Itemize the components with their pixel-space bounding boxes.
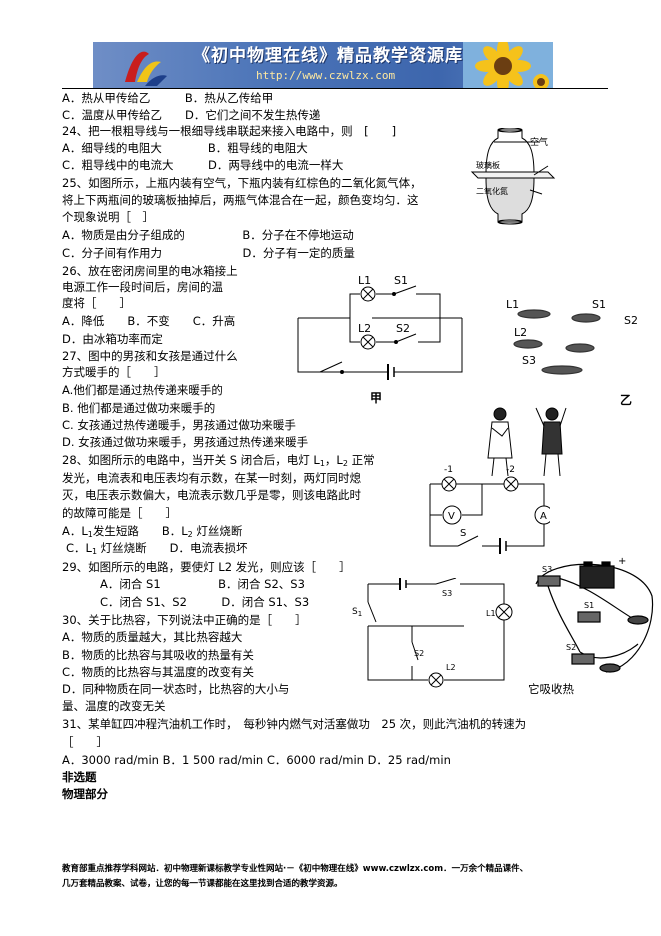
q27-option-d: D. 女孩通过做功来暖手，男孩通过热传递来暖手 (62, 435, 309, 449)
label-va-L2: -2 (506, 465, 515, 475)
figure-circuit-va: -1 -2 V A S (429, 465, 550, 554)
q25-stem-1: 25、如图所示，上瓶内装有空气，下瓶内装有红棕色的二氧化氮气体， (62, 176, 422, 190)
label-va-S: S (460, 528, 466, 539)
q29-stem: 29、如图所示的电路，要使灯 L2 发光，则应该［ ］ (62, 560, 351, 574)
q26-stem-3: 度将［ ］ (62, 296, 131, 310)
q25-option-ab: A．物质是由分子组成的 B．分子在不停地运动 (62, 228, 354, 242)
q30-option-b: B．物质的比热容与其吸收的热量有关 (62, 648, 254, 662)
q23-option-cd: C．温度从甲传给乙 D．它们之间不发生热传递 (62, 108, 321, 122)
q27-stem-2: 方式暖手的［ ］ (62, 365, 166, 379)
q24-stem: 24、把一根粗导线与一根细导线串联起来接入电路中，则 [ ] (62, 124, 397, 138)
site-title: 《初中物理在线》精品教学资源库 (193, 46, 463, 66)
label-yi-S3: S3 (522, 354, 536, 367)
q30-stem: 30、关于比热容，下列说法中正确的是［ ］ (62, 613, 307, 627)
q28-option-ab: A．L1发生短路 B．L2 灯丝烧断 (62, 524, 243, 539)
figure-circuit-jia: L1 S1 L2 S2 甲 (297, 274, 463, 405)
q27-option-a: A.他们都是通过热传递来暖手的 (62, 383, 223, 397)
label-yi-L2: L2 (514, 326, 527, 339)
figure-circuit-s123: S1 S3 L1 S2 L2 (352, 578, 513, 688)
q26-stem-1: 26、放在密闭房间里的电冰箱接上 (62, 264, 238, 278)
footer-line-1: 教育部重点推荐学科网站．初中物理新课标教学专业性网站·－《初中物理在线》www.… (62, 864, 529, 874)
label-no2: 二氧化氮 (476, 186, 508, 196)
q30-option-d-2: 量、温度的改变无关 (62, 699, 166, 713)
label-va-L1: -1 (444, 465, 453, 475)
label-wiring-plus: + (618, 556, 626, 567)
q25-stem-2: 将上下两瓶间的玻璃板抽掉后，两瓶气体混合在一起，颜色变均匀．这 (62, 193, 419, 207)
label-s123-L2: L2 (446, 663, 456, 672)
subsection-heading: 物理部分 (62, 787, 108, 801)
q25-stem-3: 个现象说明［ ］ (62, 210, 154, 224)
q30-option-d: D．同种物质在同一状态时，比热容的大小与 (62, 682, 290, 696)
site-logo (125, 51, 167, 86)
q28-option-cd: C．L1 灯丝烧断 D．电流表损坏 (66, 541, 248, 556)
q25-option-cd: C．分子间有作用力 D．分子有一定的质量 (62, 246, 355, 260)
figure-gas-bottles: 空气 玻璃板 二氧化氮 (470, 128, 556, 225)
q29-option-ab: A．闭合 S1 B．闭合 S2、S3 (100, 577, 305, 591)
q30-option-c: C．物质的比热容与其温度的改变有关 (62, 665, 255, 679)
q30-option-a: A．物质的质量越大，其比热容越大 (62, 630, 243, 644)
voltmeter-label: V (448, 511, 455, 522)
site-url[interactable]: http://www.czwlzx.com (256, 69, 396, 82)
q31-options: A．3000 rad/min B．1 500 rad/min C．6000 ra… (62, 753, 451, 767)
q28-stem-1: 28、如图所示的电路中，当开关 S 闭合后，电灯 L1，L2 正常 (62, 453, 375, 468)
header-rule (62, 88, 608, 89)
q31-stem: 31、某单缸四冲程汽油机工作时， 每秒钟内燃气对活塞做功 25 次，则此汽油机的… (62, 717, 527, 731)
label-jia-S1: S1 (394, 274, 408, 287)
label-yi: 乙 (620, 393, 632, 407)
label-yi-L1: L1 (506, 298, 519, 311)
q27-stem-1: 27、图中的男孩和女孩是通过什么 (62, 349, 238, 363)
q24-option-cd: C．粗导线中的电流大 D．两导线中的电流一样大 (62, 158, 344, 172)
q29-option-cd: C．闭合 S1、S2 D．闭合 S1、S3 (100, 595, 310, 609)
q26-stem-2: 电源工作一段时间后，房间的温 (62, 280, 223, 294)
label-jia-L2: L2 (358, 322, 371, 335)
label-yi-S1: S1 (592, 298, 606, 311)
q27-option-c: C. 女孩通过热传递暖手，男孩通过做功来暖手 (62, 418, 296, 432)
label-wiring-S1: S1 (584, 601, 594, 610)
label-s123-S1: S1 (352, 607, 362, 618)
q30-option-d-cont: 它吸收热 (528, 682, 574, 696)
label-jia-S2: S2 (396, 322, 410, 335)
q24-option-ab: A．细导线的电阻大 B．粗导线的电阻大 (62, 141, 308, 155)
label-glass: 玻璃板 (476, 160, 500, 170)
label-s123-L1: L1 (486, 609, 496, 618)
label-jia-L1: L1 (358, 274, 371, 287)
label-jia: 甲 (370, 391, 382, 405)
q28-stem-2: 发光，电流表和电压表均有示数，在某一时刻，两灯同时熄 (62, 471, 361, 485)
sunflower-image (463, 42, 553, 88)
figure-circuit-yi: L1 S1 S2 L2 S3 乙 (506, 298, 638, 407)
label-s123-S3: S3 (442, 589, 452, 598)
section-heading: 非选题 (62, 770, 97, 784)
q26-option-d: D．由冰箱功率而定 (62, 332, 163, 346)
label-s123-S2: S2 (414, 649, 424, 658)
label-wiring-S3: S3 (542, 565, 552, 574)
figure-wiring-photo: S3 S1 S2 + (535, 556, 654, 673)
header-banner: 《初中物理在线》精品教学资源库 http://www.czwlzx.com (93, 42, 553, 88)
ammeter-label: A (540, 511, 547, 522)
label-air: 空气 (530, 136, 548, 148)
label-wiring-S2: S2 (566, 643, 576, 652)
label-yi-S2: S2 (624, 314, 638, 327)
figure-boy-girl (487, 407, 567, 477)
q26-option-abc: A．降低 B．不变 C．升高 (62, 314, 236, 328)
q31-bracket: ［ ］ (62, 735, 108, 749)
q28-stem-4: 的故障可能是［ ］ (62, 506, 177, 520)
q28-stem-3: 灭，电压表示数偏大，电流表示数几乎是零，则该电路此时 (62, 488, 361, 502)
q23-option-ab: A．热从甲传给乙 B．热从乙传给甲 (62, 91, 274, 105)
footer-line-2: 几万套精品教案、试卷，让您的每一节课都能在这里找到合适的教学资源。 (62, 879, 343, 889)
q27-option-b: B. 他们都是通过做功来暖手的 (62, 401, 216, 415)
